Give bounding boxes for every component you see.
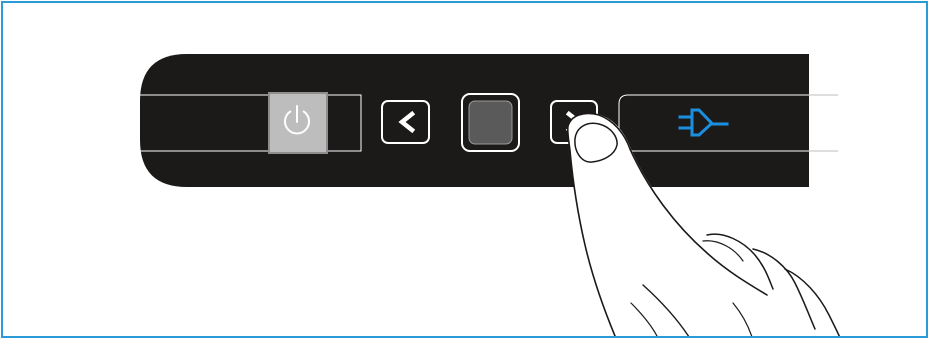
select-button[interactable] — [462, 94, 519, 151]
control-panel-illustration — [3, 3, 928, 338]
square-icon — [469, 101, 512, 144]
previous-button[interactable] — [382, 101, 429, 143]
power-button[interactable] — [269, 93, 327, 153]
